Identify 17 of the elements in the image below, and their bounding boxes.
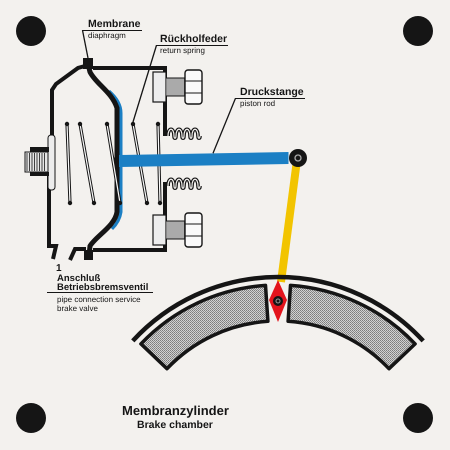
- diagram-title: Membranzylinder: [122, 404, 229, 418]
- leader-line: [132, 45, 158, 122]
- callout-subtitle: diaphragm: [87, 31, 127, 40]
- leader-line: [82, 30, 89, 58]
- callout-number: 1: [56, 263, 62, 274]
- diagram-caption: Brake chamber: [137, 419, 213, 431]
- port-label-translation: pipe connection service brake valve: [57, 296, 142, 313]
- piston-rod: [119, 152, 288, 167]
- leader-line: [212, 98, 236, 154]
- return-spring: [64, 122, 162, 206]
- port-label: Anschluß Betriebsbremsventil: [47, 274, 153, 293]
- callout-subtitle: return spring: [159, 46, 206, 55]
- callout-title: Membrane: [82, 18, 142, 31]
- diaphragm: [83, 58, 122, 260]
- callout-subtitle: piston rod: [239, 99, 276, 108]
- callout-title: Rückholfeder: [156, 33, 228, 46]
- callout-title: Druckstange: [235, 86, 305, 99]
